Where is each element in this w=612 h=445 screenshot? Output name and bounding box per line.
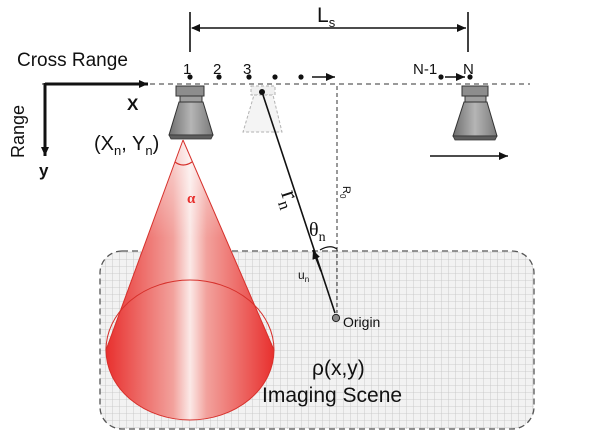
- ls-label: Ls: [317, 4, 336, 30]
- x-axis-label: X: [127, 95, 139, 114]
- cross-range-label: Cross Range: [17, 50, 128, 71]
- unit-vector-un: [312, 249, 322, 272]
- beam-angle-alpha: α: [187, 191, 196, 207]
- un-label: un: [298, 268, 309, 284]
- origin-point: [331, 313, 341, 323]
- position-1-label: 1: [183, 61, 191, 78]
- imaging-scene-label: Imaging Scene: [262, 384, 402, 407]
- theta-arc: [319, 246, 338, 251]
- theta-n-label: θn: [309, 219, 326, 245]
- reflectivity-label: ρ(x,y): [312, 357, 365, 380]
- position-n-minus-1-label: N-1: [413, 61, 437, 78]
- rn-slant-range-line: [261, 91, 336, 314]
- ls-dimension: [189, 12, 469, 52]
- antenna-coordinate-label: (Xn, Yn): [94, 133, 159, 158]
- antenna-position-n: [452, 85, 498, 141]
- range-label: Range: [8, 105, 28, 158]
- position-3-label: 3: [243, 61, 251, 78]
- antenna-beam-cone: [105, 139, 275, 421]
- position-markers: 1 2 3 N-1 N: [183, 61, 474, 81]
- coordinate-axes: [41, 80, 148, 156]
- y-axis-label: y: [39, 161, 49, 180]
- r0-label: R0: [338, 186, 352, 199]
- antenna-position-1: [168, 85, 214, 140]
- position-2-label: 2: [213, 61, 221, 78]
- origin-label: Origin: [343, 314, 380, 330]
- position-n-label: N: [463, 61, 474, 78]
